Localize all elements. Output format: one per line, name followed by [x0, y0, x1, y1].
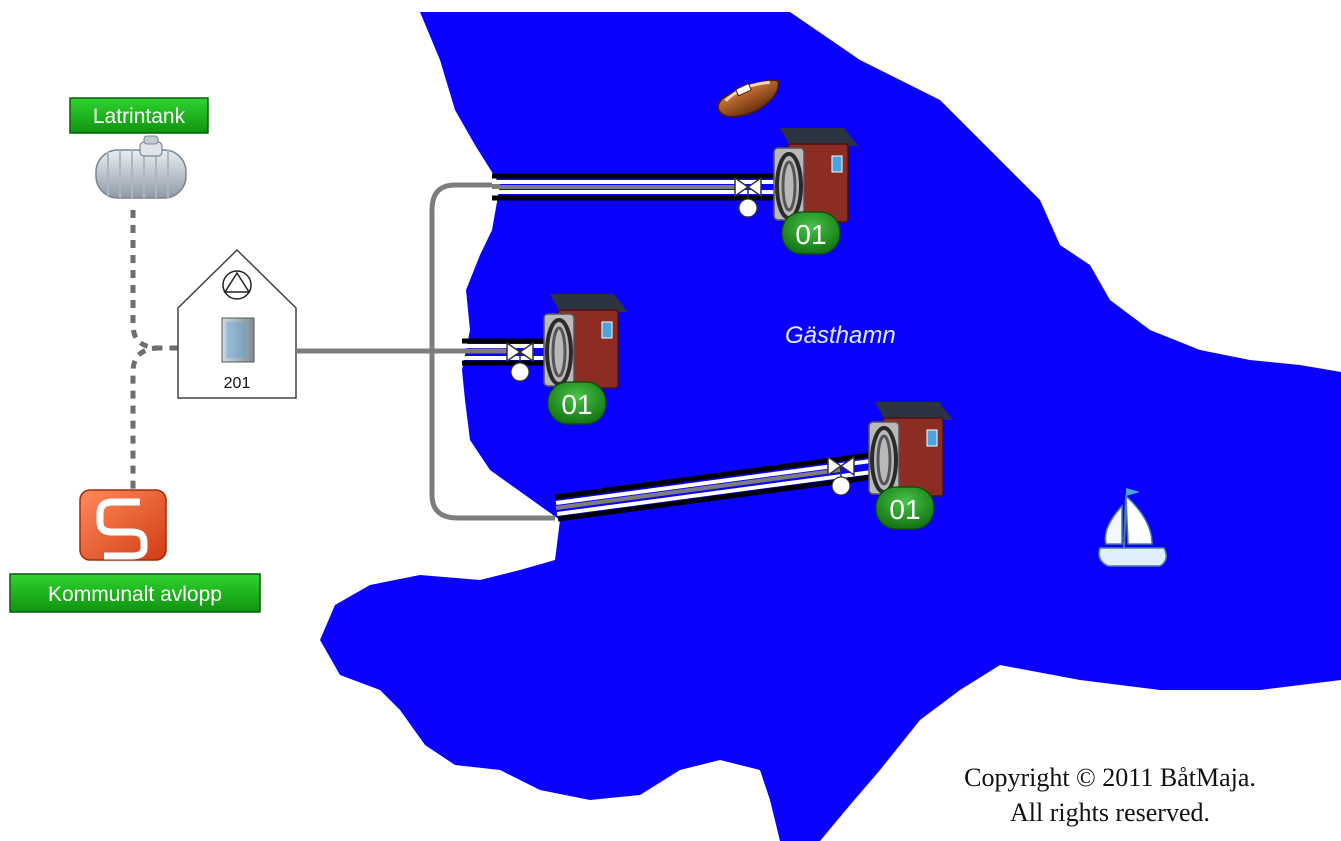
control-cabinet-icon: [221, 317, 255, 363]
kommunalt-avlopp-label: Kommunalt avlopp: [9, 573, 261, 613]
septic-tank-icon: [95, 135, 187, 199]
latrintank-label: Latrintank: [69, 97, 209, 134]
water-area: [320, 12, 1341, 841]
station-badge: 01: [781, 211, 841, 255]
municipal-sewer-icon: [79, 489, 167, 561]
copyright-line-2: All rights reserved.: [1010, 798, 1210, 827]
valve-icon: [506, 341, 534, 382]
station-id: 01: [561, 389, 592, 420]
latrintank-text: Latrintank: [93, 105, 186, 128]
tank-sewer-line: [130, 210, 178, 490]
pump-station: 201: [177, 248, 297, 399]
valve-icon: [827, 455, 855, 496]
station-id: 01: [795, 219, 826, 250]
station-badge: 01: [875, 486, 935, 530]
motorboat-icon: [717, 79, 780, 118]
pump-station-id: 201: [224, 375, 251, 392]
pump-symbol-icon: [222, 270, 252, 300]
loop-pipe: [429, 182, 555, 521]
sailboat-icon: [1098, 488, 1167, 567]
station-id: 01: [889, 494, 920, 525]
station-badge: 01: [547, 381, 607, 425]
harbor-name: Gästhamn: [785, 322, 896, 349]
kommunalt-avlopp-text: Kommunalt avlopp: [48, 583, 222, 606]
copyright-line-1: Copyright © 2011 BåtMaja.: [964, 763, 1256, 792]
valve-icon: [734, 176, 762, 218]
